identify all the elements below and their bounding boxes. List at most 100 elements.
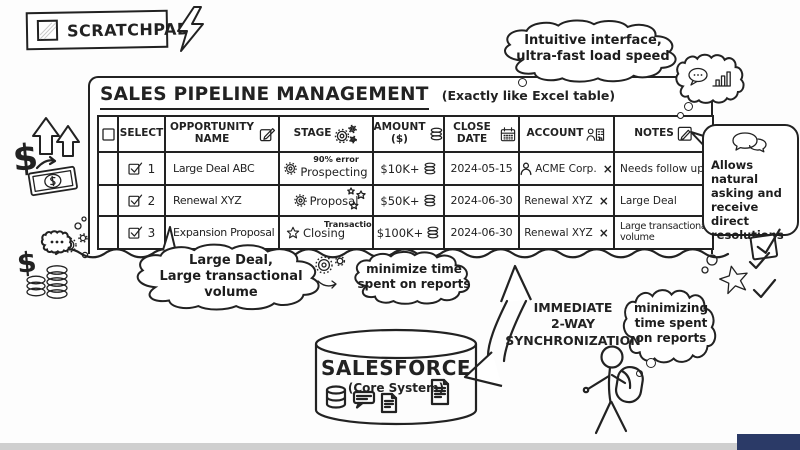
page-subtitle: (Exactly like Excel table) [441,88,616,103]
cell-amount[interactable]: $50K+ [374,186,445,217]
cell-account[interactable]: Renewal XYZ × [520,217,615,248]
header-stage: STAGE [280,117,374,153]
lightning-icon [177,6,204,52]
gear-doodle [315,255,346,289]
cell-amount[interactable]: $10K+ [374,153,445,186]
up-arrow-icon [32,117,60,155]
account-icon [587,128,605,141]
money-doodles [26,117,87,299]
checkbox-checked-icon[interactable] [128,162,144,175]
salesforce-sublabel: (Core System) [347,381,445,395]
cell-opportunity-name[interactable]: Renewal XYZ [166,186,280,217]
cell-opportunity-name[interactable]: Large Deal ABC [166,153,280,186]
row-select-cell[interactable]: 1 [119,153,166,186]
checkbox-empty-icon[interactable] [101,127,115,141]
thought-dot [518,78,527,87]
cell-notes[interactable]: Needs follow up [615,153,712,186]
header-account: ACCOUNT [520,117,615,153]
cell-notes[interactable]: Large Deal [615,186,712,217]
header-opportunity-name: OPPORTUNITY NAME [166,117,280,153]
cell-notes[interactable]: Large transactional volume [615,217,712,248]
star-icon [286,226,300,238]
cell-close-date[interactable]: 2024-05-15 [445,153,520,186]
bubble-tail [162,226,176,251]
row-number: 3 [147,225,156,240]
select-all-cell[interactable] [99,117,119,153]
stage-annotation: Transaction Safety [324,219,411,229]
scratchpad-badge: SCRATCHPAD [25,9,191,51]
row-select-cell[interactable]: 3 [119,217,166,248]
growth-arrow-icon [35,155,57,170]
coins-icon [423,162,435,175]
stage-annotation: 90% error [313,154,359,164]
page-title: SALES PIPELINE MANAGEMENT [100,84,429,110]
row-number: 2 [147,193,156,208]
thought-cloud-icon [41,216,87,253]
corner-logo [737,434,800,450]
coin-stack-icon [26,265,68,299]
cell-account[interactable]: Renewal XYZ × [520,186,615,217]
thought-bubble-chat-chart [672,52,750,104]
stars-icon [347,187,366,210]
person-icon [520,162,532,176]
thought-dot [646,358,656,368]
thought-dot [677,112,684,119]
row-number: 1 [147,161,156,176]
gear-icon [284,162,298,175]
remove-account-button[interactable]: × [598,193,609,208]
chat-and-chart-icon [688,67,731,87]
header-close-date: CLOSE DATE [445,117,520,153]
cell-close-date[interactable]: 2024-06-30 [445,217,520,248]
cell-amount[interactable]: $100K+ [374,217,445,248]
checkbox-checked-icon[interactable] [128,226,144,239]
edit-icon [259,128,276,142]
checkbox-checked-icon[interactable] [128,194,144,207]
gears-icon [335,124,358,143]
sync-arrow [463,264,532,388]
up-arrow-icon [56,125,80,157]
coins-icon [423,194,435,207]
row-select-cell[interactable]: 2 [119,186,166,217]
header-select: SELECT [119,117,166,153]
check-doodles [701,228,781,299]
row-gutter [99,186,119,217]
row-gutter [99,217,119,248]
salesforce-label: SALESFORCE [320,356,472,380]
checkmark-icon [752,278,777,299]
bottom-bar [0,443,800,450]
pencil-icon [677,126,692,141]
cell-close-date[interactable]: 2024-06-30 [445,186,520,217]
cell-stage[interactable]: Closing Transaction Safety [280,217,411,248]
star-icon [719,265,748,295]
stick-figure [582,345,644,435]
checked-box-icon [749,228,781,261]
speech-balloons-icon [731,132,767,153]
document-icon [430,378,450,406]
gear-icon [293,194,307,207]
thought-dot [684,102,693,111]
database-icon [314,328,478,426]
calendar-icon [500,126,516,141]
chat-doc-icon [352,390,376,409]
cell-stage[interactable]: Proposal [280,186,374,217]
thought-bubble-intuitive: Intuitive interface,ultra-fast load spee… [494,17,692,83]
remove-account-button[interactable]: × [598,225,609,240]
remove-account-button[interactable]: × [602,161,613,176]
row-gutter [99,153,119,186]
cell-account[interactable]: ACME Corp. × [520,153,615,186]
money-bill-icon [27,165,78,197]
header-amount: AMOUNT ($) [374,117,445,153]
notepad-icon [36,19,59,42]
scratchpad-label: SCRATCHPAD [66,18,191,41]
cell-stage[interactable]: 90% error Prospecting [280,153,374,186]
salesforce-database: SALESFORCE (Core System) [310,326,482,432]
pipeline-table: SELECT OPPORTUNITY NAME STAGE AMOUNT ($)… [97,115,714,250]
checkmark-icon [748,251,771,270]
cell-opportunity-name[interactable]: Expansion Proposal [166,217,280,248]
